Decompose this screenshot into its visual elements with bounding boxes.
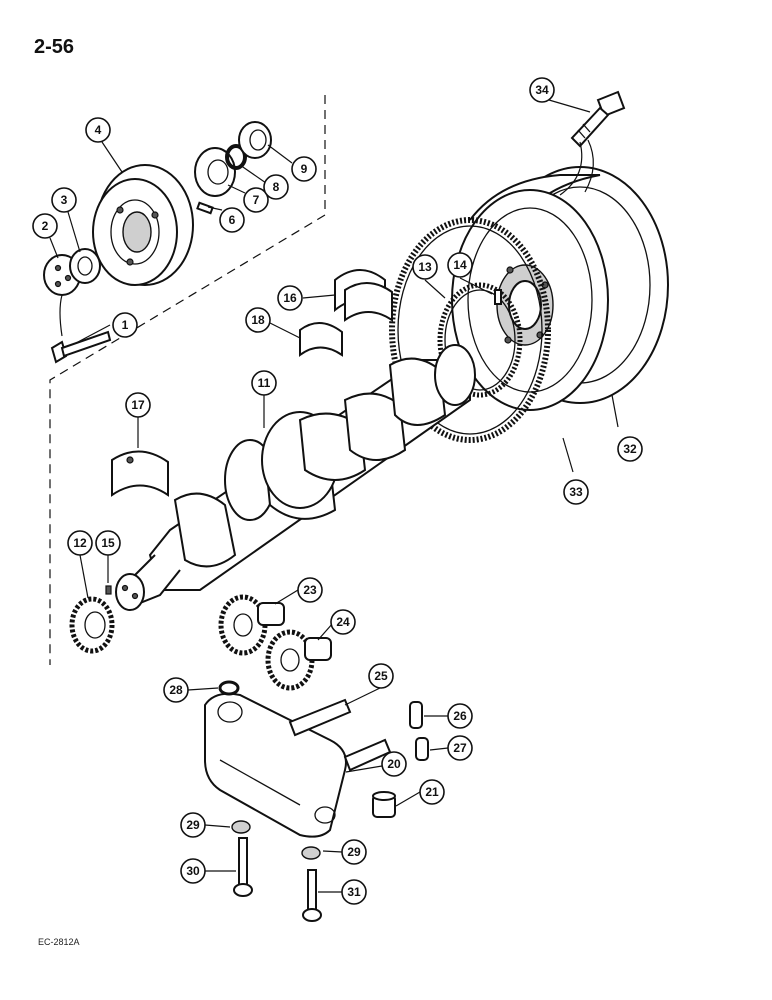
callout-23-label: 23: [303, 583, 317, 597]
callout-21: 21: [419, 779, 445, 805]
callout-25-label: 25: [374, 669, 388, 683]
callout-1-label: 1: [122, 318, 129, 332]
callout-3: 3: [51, 187, 77, 213]
crankshaft-gear: [69, 596, 115, 654]
callout-34-label: 34: [535, 83, 549, 97]
callout-33: 33: [563, 479, 589, 505]
callout-4-label: 4: [95, 123, 102, 137]
callout-15-label: 15: [101, 536, 115, 550]
callout-4: 4: [85, 117, 111, 143]
callout-11-label: 11: [258, 376, 271, 390]
callout-13: 13: [412, 254, 438, 280]
callout-31: 31: [341, 879, 367, 905]
callout-17-label: 17: [131, 398, 145, 412]
callout-32: 32: [617, 436, 643, 462]
callout-14-label: 14: [453, 258, 467, 272]
front-seal: [194, 147, 236, 197]
callout-8: 8: [263, 174, 289, 200]
callout-28-label: 28: [169, 683, 183, 697]
callout-18-label: 18: [251, 313, 265, 327]
callout-29-right-label: 29: [347, 845, 361, 859]
callout-29-right: 29: [341, 839, 367, 865]
thrust-bearing-shells: [334, 269, 393, 322]
callout-1: 1: [112, 312, 138, 338]
callout-21-label: 21: [425, 785, 439, 799]
callout-30-label: 30: [186, 864, 200, 878]
washer-29-right: [301, 846, 321, 860]
gear-key: [105, 585, 112, 595]
oil-pump-drive-gear: [218, 594, 285, 656]
callout-14: 14: [447, 252, 473, 278]
assembly-boundary-line: [49, 95, 326, 665]
callout-6: 6: [219, 207, 245, 233]
callout-23: 23: [297, 577, 323, 603]
callout-2-label: 2: [42, 219, 49, 233]
dowel-26: [409, 701, 423, 729]
callout-15: 15: [95, 530, 121, 556]
callout-11: 11: [251, 370, 277, 396]
crankshaft: [115, 344, 476, 611]
ring-gear: [389, 217, 551, 443]
callout-34: 34: [529, 77, 555, 103]
callout-27-label: 27: [453, 741, 467, 755]
callout-28: 28: [163, 677, 189, 703]
leader-lines: [49, 99, 619, 893]
page-number: 2-56: [34, 36, 75, 58]
key: [196, 201, 214, 215]
callout-13-label: 13: [418, 260, 432, 274]
front-spacer: [69, 248, 101, 284]
callout-17: 17: [125, 392, 151, 418]
callout-9: 9: [291, 156, 317, 182]
callout-7-label: 7: [253, 193, 260, 207]
front-bolt: [50, 330, 112, 364]
dowel-pin: [494, 289, 502, 305]
callout-6-label: 6: [229, 213, 236, 227]
callout-16: 16: [277, 285, 303, 311]
callout-29-left-label: 29: [186, 818, 200, 832]
dowel-27: [415, 737, 429, 761]
callout-8-label: 8: [273, 180, 280, 194]
callout-25: 25: [368, 663, 394, 689]
callout-12: 12: [67, 530, 93, 556]
rear-bearing-shell: [111, 450, 169, 497]
washer-29-left: [231, 820, 251, 834]
callout-20-label: 20: [387, 757, 401, 771]
o-ring: [225, 144, 247, 170]
callout-26-label: 26: [453, 709, 467, 723]
wear-sleeve: [238, 121, 272, 159]
callout-30: 30: [180, 858, 206, 884]
callout-20: 20: [381, 751, 407, 777]
callout-24-label: 24: [336, 615, 350, 629]
callout-2: 2: [32, 213, 58, 239]
callout-26: 26: [447, 703, 473, 729]
flywheel: [451, 166, 669, 411]
callout-16-label: 16: [283, 291, 297, 305]
flywheel-inner-gear: [437, 282, 523, 398]
callout-29-left: 29: [180, 812, 206, 838]
callout-12-label: 12: [73, 536, 87, 550]
callout-24: 24: [330, 609, 356, 635]
callout-9-label: 9: [301, 162, 308, 176]
figure-code: EC-2812A: [38, 937, 80, 947]
main-bearing-shell: [299, 322, 343, 357]
bushing: [372, 791, 396, 818]
washer-28: [218, 680, 240, 696]
oil-pump-driven-gear: [265, 629, 332, 691]
callout-7: 7: [243, 187, 269, 213]
callout-33-label: 33: [569, 485, 583, 499]
pump-bolt-30: [233, 837, 253, 897]
callout-32-label: 32: [623, 442, 637, 456]
callout-3-label: 3: [61, 193, 68, 207]
callout-31-label: 31: [347, 885, 361, 899]
callout-18: 18: [245, 307, 271, 333]
crankshaft-pulley-hub: [92, 164, 194, 286]
callout-27: 27: [447, 735, 473, 761]
flywheel-bolt: [570, 90, 626, 148]
pump-bolt-31: [302, 869, 322, 922]
